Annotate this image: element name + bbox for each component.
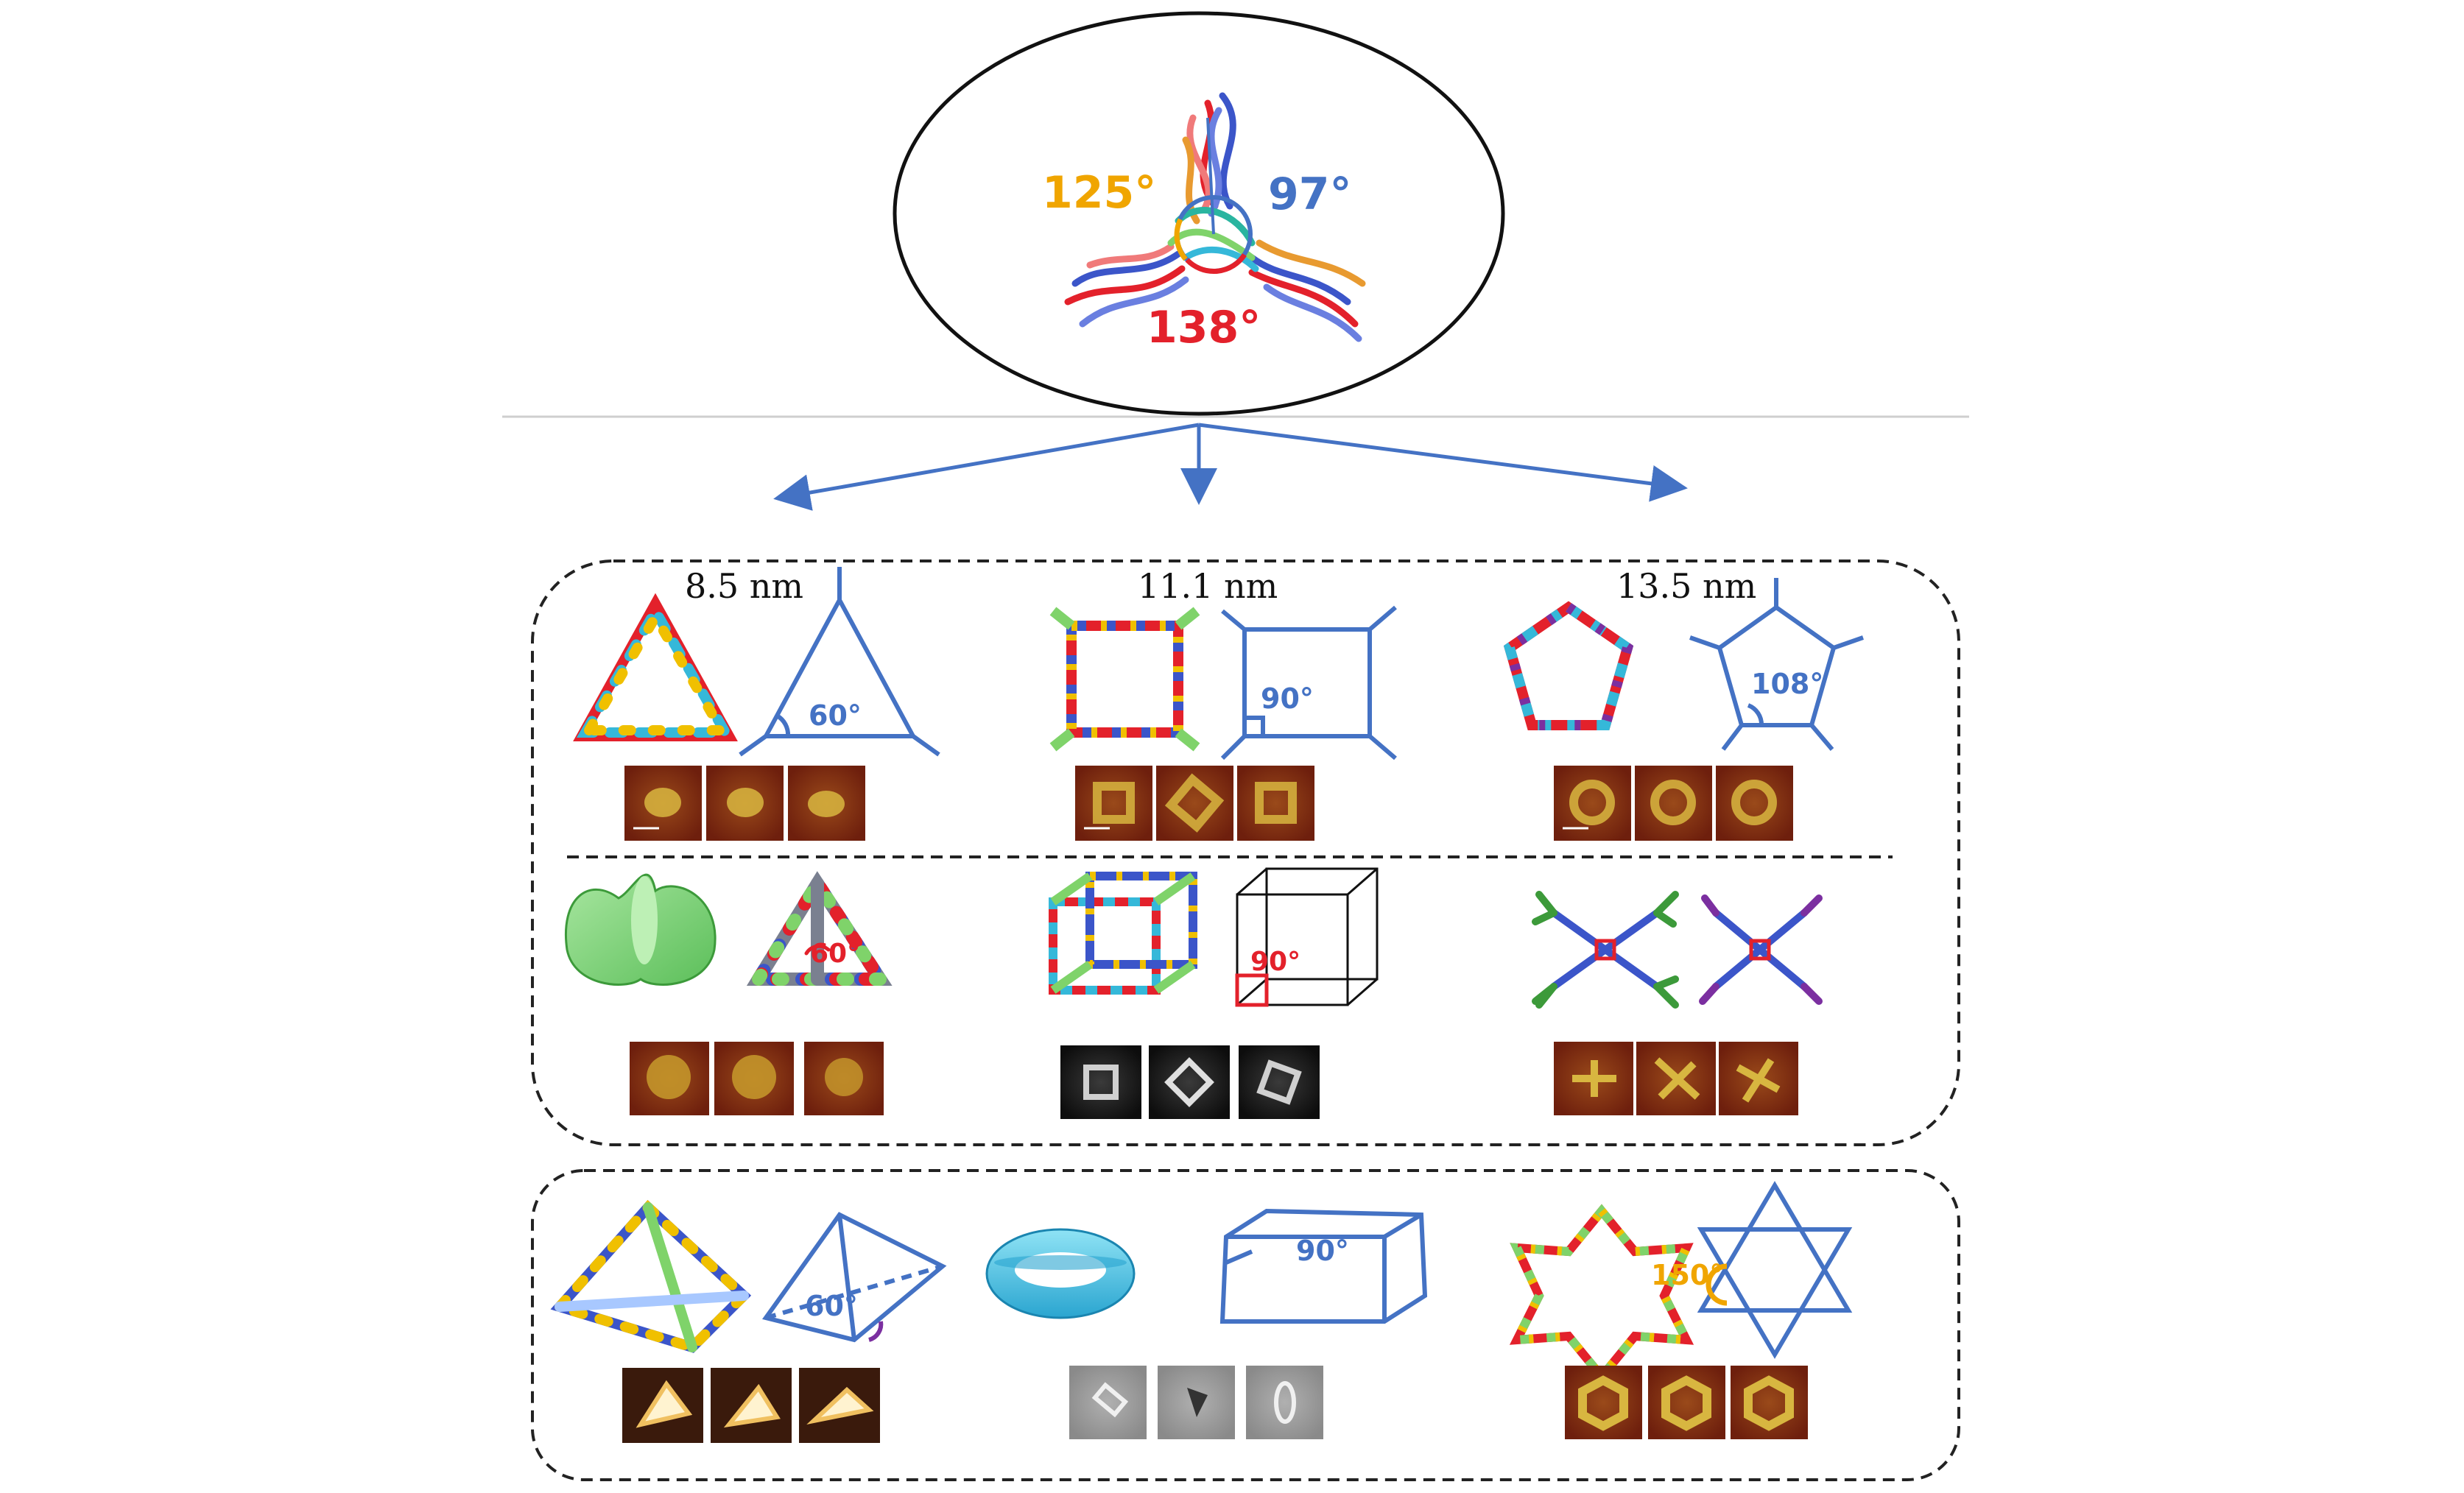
hexagram-schematic	[1697, 1181, 1853, 1359]
middle-dashed-box	[531, 560, 1960, 1146]
angle-label-97: 97°	[1268, 169, 1352, 220]
dna-pyramid-model	[550, 1200, 752, 1353]
arrow-left	[773, 423, 1200, 511]
angle-label-138: 138°	[1147, 302, 1261, 353]
prism-angle-label: 90°	[1296, 1235, 1349, 1267]
afm-bottom-col3	[1565, 1366, 1808, 1439]
pentagon-angle-label: 108°	[1751, 668, 1823, 700]
dna-hexagram-model	[1509, 1204, 1694, 1384]
afm-row1-col2	[1075, 766, 1314, 841]
dna-cube-model	[1049, 872, 1197, 995]
three-way-junction-model	[1064, 92, 1366, 342]
cube-schematic	[1235, 867, 1379, 1007]
triangle-angle-label: 60°	[809, 699, 862, 732]
dna-triangle-model	[573, 593, 738, 741]
cryo-em-tetrahedron-map	[565, 873, 717, 986]
pentagon-schematic	[1689, 578, 1864, 751]
branched-cross-model-right	[1699, 894, 1823, 1005]
dna-tetrahedron-model	[746, 871, 893, 986]
tem-bottom-col2	[1069, 1366, 1323, 1439]
square-schematic	[1220, 605, 1397, 760]
pyramid-angle-label: 60°	[805, 1290, 858, 1322]
angle-label-125: 125°	[1042, 167, 1156, 219]
afm-bottom-col1	[622, 1368, 880, 1443]
bottom-dashed-box	[531, 1169, 1960, 1481]
hexagram-angle-label: 150°	[1651, 1259, 1723, 1291]
afm-row1-col1	[624, 766, 865, 841]
column-label-8-5nm: 8.5 nm	[685, 566, 803, 606]
afm-row2-col3	[1554, 1042, 1798, 1115]
column-label-13-5nm: 13.5 nm	[1616, 566, 1756, 606]
pyramid-schematic	[761, 1212, 947, 1343]
cube-angle-label: 90°	[1250, 947, 1300, 977]
top-structure-panel: 125° 97° 138°	[893, 11, 1505, 416]
column-label-11-1nm: 11.1 nm	[1138, 566, 1278, 606]
tetrahedron-angle-label: 60°	[810, 939, 860, 969]
tem-row2-col2	[1060, 1045, 1320, 1119]
prism-schematic	[1219, 1208, 1428, 1324]
afm-row1-col3	[1554, 766, 1793, 841]
square-angle-label: 90°	[1261, 682, 1314, 715]
arrow-right	[1198, 423, 1688, 502]
afm-row2-col1	[630, 1042, 884, 1115]
dna-square-model	[1049, 607, 1200, 752]
triangle-schematic	[739, 567, 940, 757]
dna-pentagon-model	[1503, 601, 1634, 730]
branched-cross-model-left	[1532, 891, 1679, 1009]
branch-arrows	[773, 423, 1688, 511]
cryo-em-ring-map	[985, 1228, 1136, 1319]
